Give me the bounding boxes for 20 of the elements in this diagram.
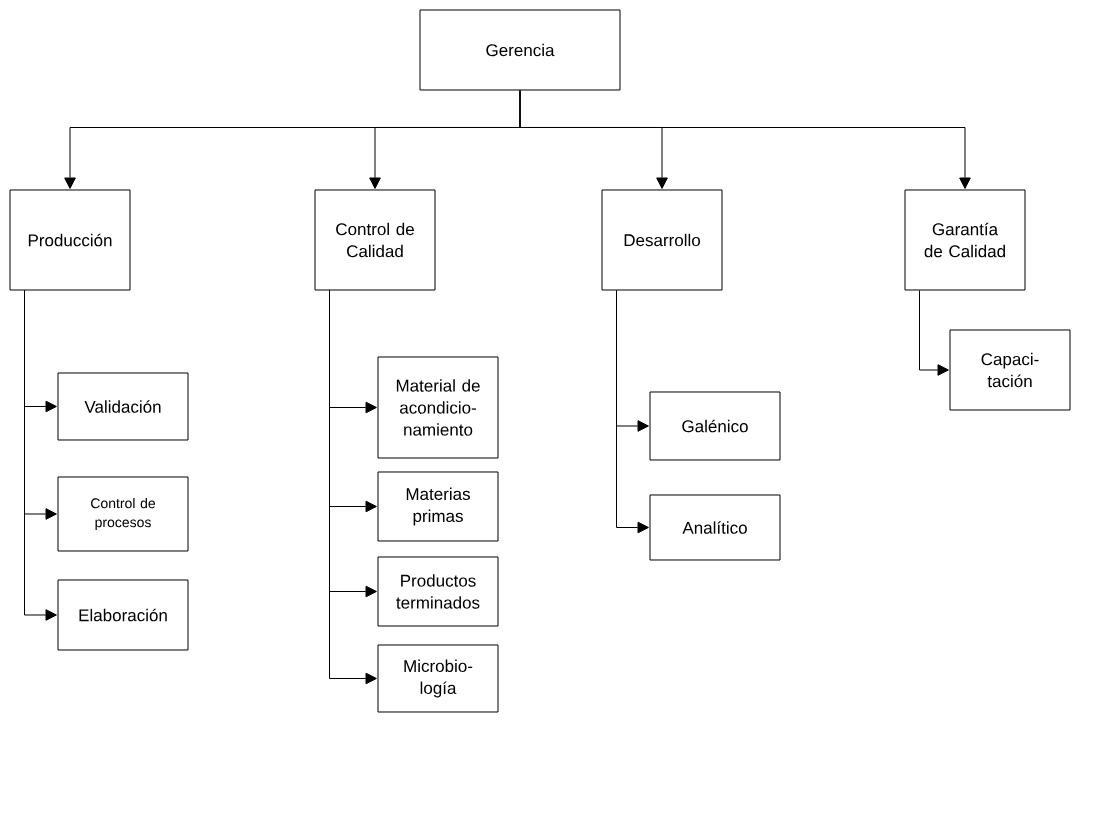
unit-box: Capaci- tación [949,329,1071,411]
arrow [329,290,377,685]
unit-box: Control de procesos [57,476,189,552]
unit-box: Validación [57,372,189,441]
department-box: Producción [9,189,131,291]
unit-box: Materias primas [377,471,499,542]
unit-box: Material de acondicio- namiento [377,356,499,459]
arrow [24,290,57,621]
arrow [919,290,949,376]
manager-box: Gerencia [419,9,621,91]
arrow [616,290,649,534]
arrow [519,90,971,189]
unit-box: Productos terminados [377,556,499,627]
unit-box: Analítico [649,494,781,561]
unit-box: Elaboración [57,579,189,651]
unit-box: Microbio- logía [377,644,499,713]
unit-box: Galénico [649,391,781,461]
department-box: Garantía de Calidad [904,189,1026,291]
department-box: Control de Calidad [314,189,436,291]
department-box: Desarrollo [601,189,723,291]
